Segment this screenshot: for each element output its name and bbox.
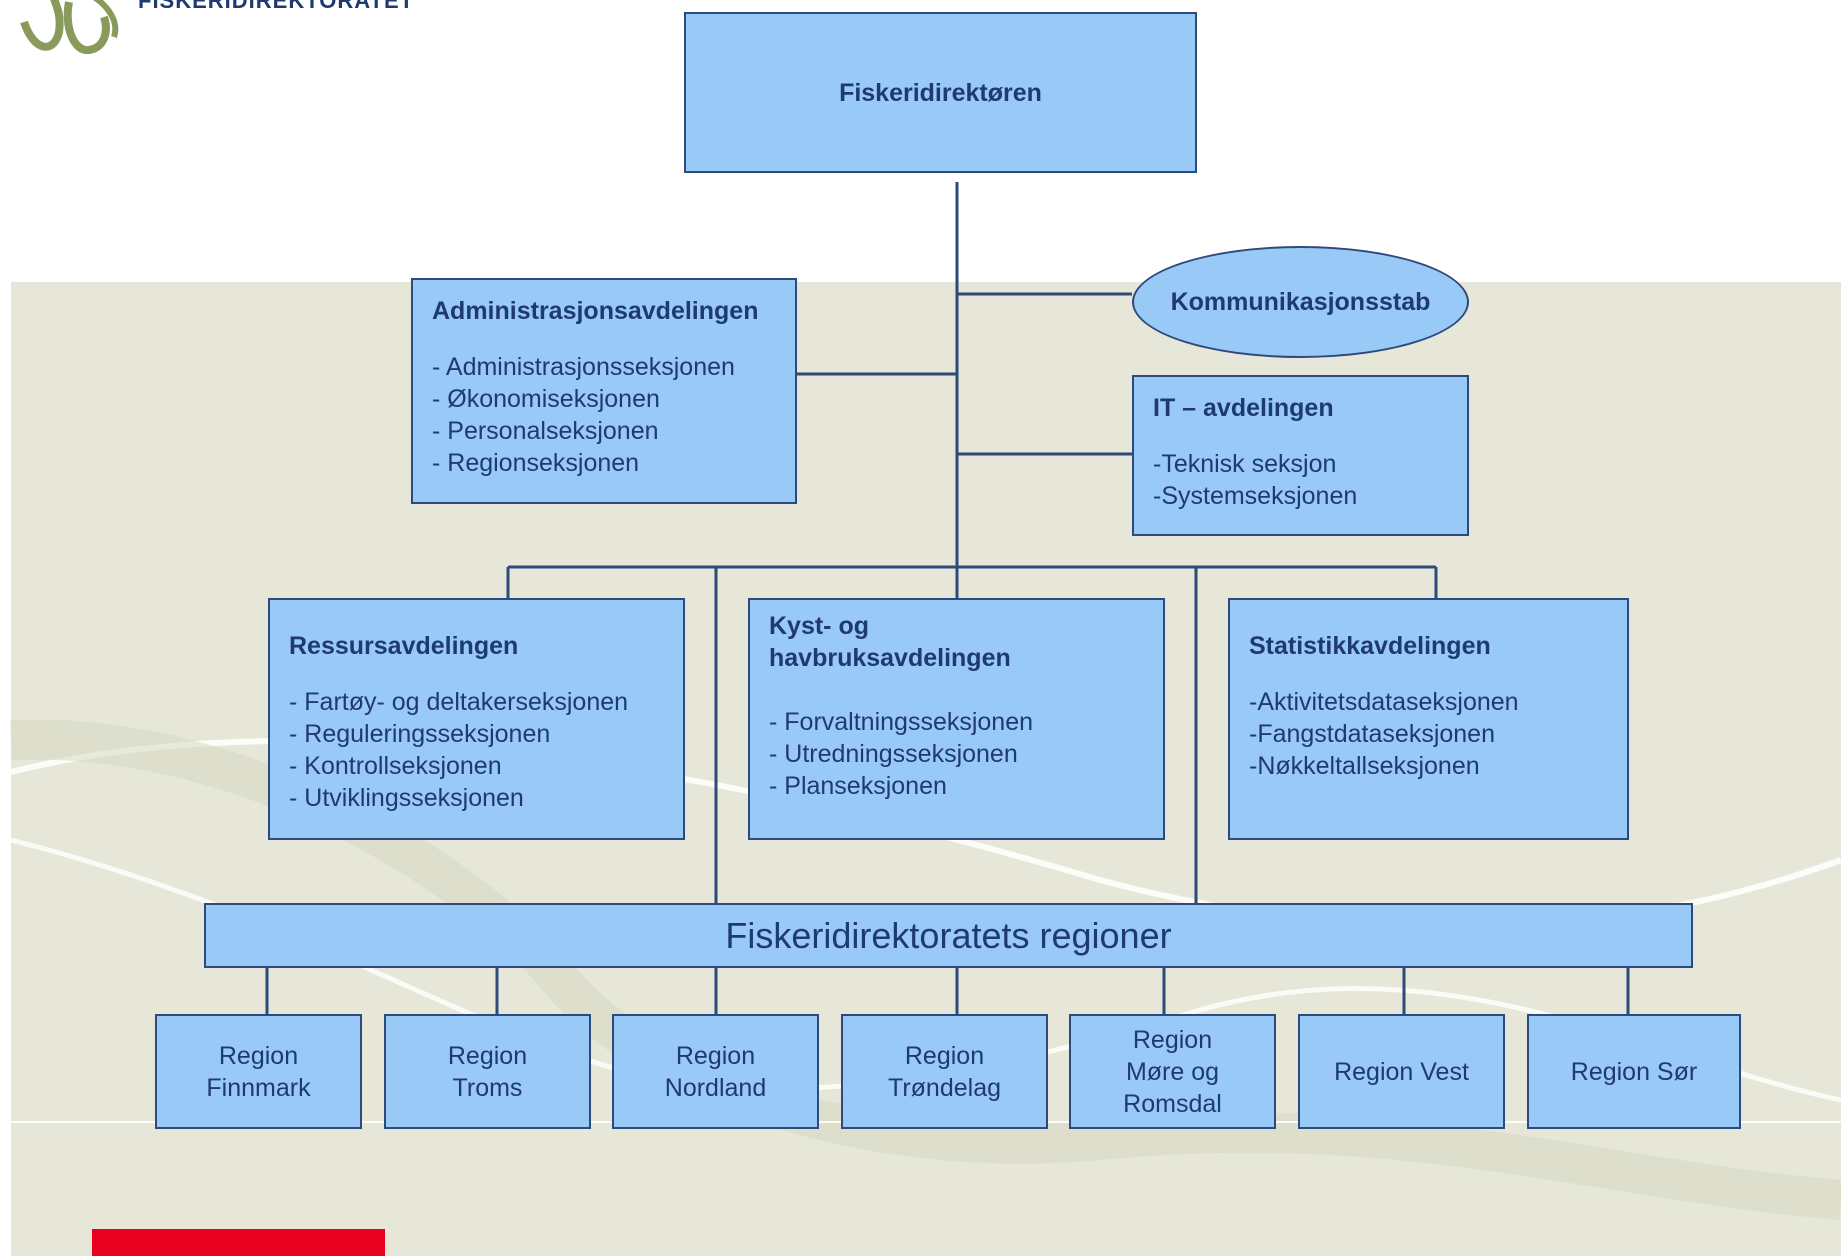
region-more-romsdal-box: Region Møre og Romsdal	[1069, 1014, 1276, 1129]
director-title: Fiskeridirektøren	[839, 78, 1042, 107]
section-item: - Personalseksjonen	[432, 417, 659, 445]
regions-title: Fiskeridirektoratets regioner	[725, 914, 1172, 956]
region-trondelag-box: Region Trøndelag	[841, 1014, 1048, 1129]
section-list: - Forvaltningsseksjonen - Utredningsseks…	[769, 706, 1144, 802]
department-title: Ressursavdelingen	[289, 632, 519, 660]
section-item: -Systemseksjonen	[1153, 482, 1358, 510]
statistics-department-box: Statistikkavdelingen -Aktivitetsdataseks…	[1228, 598, 1629, 840]
section-item: - Forvaltningsseksjonen	[769, 708, 1034, 736]
department-title-line1: Kyst- og	[769, 612, 869, 640]
region-vest-box: Region Vest	[1298, 1014, 1505, 1129]
section-list: -Aktivitetsdataseksjonen -Fangstdataseks…	[1249, 686, 1608, 782]
department-title: Administrasjonsavdelingen	[432, 297, 759, 325]
communication-staff-oval: Kommunikasjonsstab	[1132, 246, 1469, 358]
coastal-aquaculture-department-box: Kyst- og havbruksavdelingen - Forvaltnin…	[748, 598, 1165, 840]
section-item: - Utviklingsseksjonen	[289, 784, 524, 812]
communication-staff-title: Kommunikasjonsstab	[1170, 287, 1431, 316]
administration-department-box: Administrasjonsavdelingen - Administrasj…	[411, 278, 797, 504]
section-item: - Fartøy- og deltakerseksjonen	[289, 688, 629, 716]
section-item: - Kontrollseksjonen	[289, 752, 502, 780]
section-list: -Teknisk seksjon -Systemseksjonen	[1153, 448, 1448, 512]
section-item: - Reguleringsseksjonen	[289, 720, 551, 748]
region-troms-box: Region Troms	[384, 1014, 591, 1129]
fish-logo-icon	[20, 0, 119, 54]
section-item: - Planseksjonen	[769, 772, 947, 800]
section-item: -Teknisk seksjon	[1153, 450, 1337, 478]
section-list: - Administrasjonsseksjonen - Økonomiseks…	[432, 351, 776, 479]
section-item: -Nøkkeltallseksjonen	[1249, 752, 1480, 780]
regions-bar: Fiskeridirektoratets regioner	[204, 903, 1693, 968]
region-nordland-box: Region Nordland	[612, 1014, 819, 1129]
region-sor-box: Region Sør	[1527, 1014, 1741, 1129]
section-list: - Fartøy- og deltakerseksjonen - Reguler…	[289, 686, 664, 814]
section-item: -Fangstdataseksjonen	[1249, 720, 1495, 748]
org-name: FISKERIDIREKTORATET	[138, 0, 415, 13]
section-item: - Regionseksjonen	[432, 449, 640, 477]
director-box: Fiskeridirektøren	[684, 12, 1197, 173]
resource-department-box: Ressursavdelingen - Fartøy- og deltakers…	[268, 598, 685, 840]
section-item: - Administrasjonsseksjonen	[432, 353, 735, 381]
accent-bar	[92, 1229, 385, 1256]
region-finnmark-box: Region Finnmark	[155, 1014, 362, 1129]
section-item: - Økonomiseksjonen	[432, 385, 660, 413]
section-item: -Aktivitetsdataseksjonen	[1249, 688, 1519, 716]
section-item: - Utredningsseksjonen	[769, 740, 1018, 768]
it-department-box: IT – avdelingen -Teknisk seksjon -System…	[1132, 375, 1469, 536]
department-title: IT – avdelingen	[1153, 394, 1334, 422]
department-title-line2: havbruksavdelingen	[769, 644, 1011, 672]
department-title: Statistikkavdelingen	[1249, 632, 1491, 660]
